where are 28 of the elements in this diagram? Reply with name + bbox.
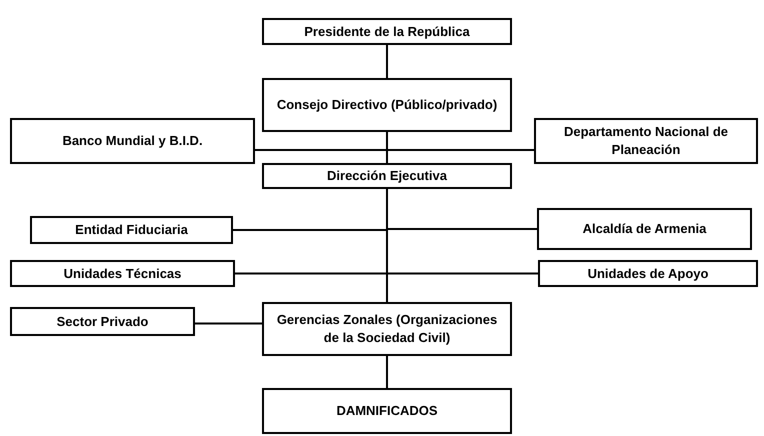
org-box — [262, 388, 512, 434]
box-label: Entidad Fiduciaria — [75, 221, 188, 239]
org-box — [10, 260, 235, 287]
connector-line — [386, 356, 388, 388]
org-box — [534, 118, 758, 164]
org-box — [537, 208, 752, 250]
box-label: Gerencias Zonales (Organizaciones de la Sociedad Civil) — [276, 311, 498, 347]
box-label: Sector Privado — [56, 312, 148, 330]
org-box — [262, 163, 512, 189]
box-label: Presidente de la República — [304, 22, 470, 40]
org-box — [30, 216, 233, 244]
box-label: Dirección Ejecutiva — [327, 167, 447, 185]
org-box — [262, 78, 512, 132]
box-label: Unidades de Apoyo — [588, 264, 708, 282]
org-box — [262, 302, 512, 356]
connector-line — [386, 132, 388, 163]
connector-line — [195, 322, 262, 324]
org-box — [262, 18, 512, 45]
box-label: DAMNIFICADOS — [336, 402, 438, 420]
box-label: Alcaldía de Armenia — [582, 220, 706, 238]
connector-line — [386, 45, 388, 78]
box-label: Consejo Directivo (Público/privado) — [276, 96, 498, 114]
org-box — [10, 307, 195, 336]
box-label: Departamento Nacional de Planeación — [563, 123, 729, 159]
box-label: Banco Mundial y B.I.D. — [62, 132, 203, 150]
org-box — [10, 118, 255, 164]
org-box — [538, 260, 758, 287]
box-label: Unidades Técnicas — [64, 264, 182, 282]
